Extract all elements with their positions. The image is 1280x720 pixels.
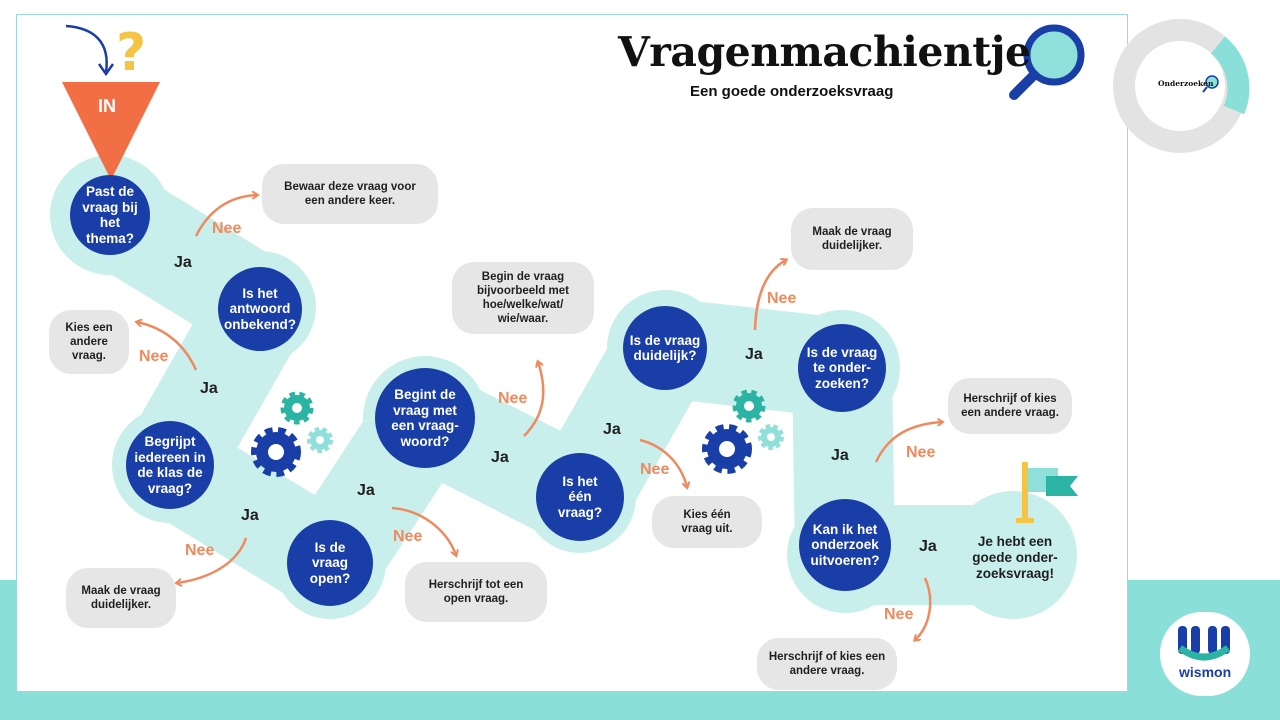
- nee-label: Nee: [498, 390, 528, 407]
- nee-label: Nee: [185, 542, 215, 559]
- question-thema: Past de vraag bij het thema?: [70, 175, 150, 255]
- advice-herschrijf-2: Herschrijf of kies een andere vraag.: [757, 638, 897, 690]
- flow-track: [60, 165, 1060, 613]
- start-arrow-icon: [65, 24, 108, 73]
- question-mark-icon: ?: [116, 23, 146, 83]
- advice-bewaar: Bewaar deze vraag voor een andere keer.: [262, 164, 438, 224]
- ja-label: Ja: [491, 449, 509, 466]
- ja-label: Ja: [745, 346, 763, 363]
- nee-label: Nee: [640, 461, 670, 478]
- nee-arrows: [137, 195, 942, 640]
- question-antwoord-onbekend: Is het antwoord onbekend?: [218, 267, 302, 351]
- nee-label: Nee: [139, 348, 169, 365]
- advice-duidelijker-2: Maak de vraag duidelijker.: [791, 208, 913, 270]
- nee-label: Nee: [884, 606, 914, 623]
- question-te-onderzoeken: Is de vraag te onder- zoeken?: [798, 324, 886, 412]
- advice-een-vraag: Kies één vraag uit.: [652, 496, 762, 548]
- magnifier-icon: [1009, 24, 1085, 100]
- question-begrijpt-iedereen: Begrijpt iedereen in de klas de vraag?: [126, 421, 214, 509]
- wismon-logo: [1160, 612, 1250, 696]
- nee-label: Nee: [393, 528, 423, 545]
- gears-icon-left: [251, 391, 333, 477]
- advice-vraagwoord: Begin de vraag bijvoorbeeld met hoe/welk…: [452, 262, 594, 334]
- question-een-vraag: Is het één vraag?: [536, 453, 624, 541]
- wismon-logo-icon: [1177, 626, 1231, 661]
- ja-label: Ja: [200, 380, 218, 397]
- advice-open-vraag: Herschrijf tot een open vraag.: [405, 562, 547, 622]
- advice-herschrijf-1: Herschrijf of kies een andere vraag.: [948, 378, 1072, 434]
- question-vraag-open: Is de vraag open?: [287, 520, 373, 606]
- gears-icon-right: [702, 389, 784, 474]
- question-vraagwoord: Begint de vraag met een vraag- woord?: [375, 368, 475, 468]
- ja-label: Ja: [241, 507, 259, 524]
- ja-label: Ja: [831, 447, 849, 464]
- question-uitvoeren: Kan ik het onderzoek uitvoeren?: [799, 499, 891, 591]
- brand-name: wismon: [1179, 664, 1232, 680]
- progress-wheel-icon: [1113, 19, 1250, 153]
- ja-label: Ja: [174, 254, 192, 271]
- advice-kies-andere: Kies een andere vraag.: [49, 310, 129, 374]
- ja-label: Ja: [357, 482, 375, 499]
- page-subtitle: Een goede onderzoeksvraag: [690, 83, 894, 100]
- wheel-label: Onderzoeken: [1158, 79, 1214, 88]
- question-duidelijk: Is de vraag duidelijk?: [623, 306, 707, 390]
- page-title: Vragenmachientje: [618, 28, 1031, 76]
- in-funnel: [62, 82, 160, 180]
- advice-duidelijker-1: Maak de vraag duidelijker.: [66, 568, 176, 628]
- nee-label: Nee: [767, 290, 797, 307]
- finish-flag-icon: [1016, 462, 1078, 523]
- nee-label: Nee: [906, 444, 936, 461]
- nee-label: Nee: [212, 220, 242, 237]
- ja-label: Ja: [919, 538, 937, 555]
- in-label: IN: [98, 96, 116, 116]
- end-result: Je hebt een goede onder- zoeksvraag!: [972, 534, 1058, 581]
- ja-label: Ja: [603, 421, 621, 438]
